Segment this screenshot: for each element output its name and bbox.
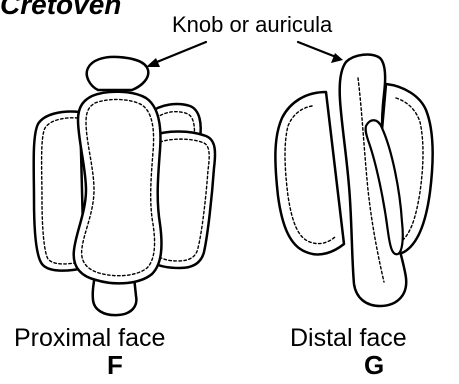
proximal-face-caption: Proximal face [14, 326, 165, 351]
proximal-main-body [74, 92, 162, 284]
proximal-face-drawing [34, 57, 215, 315]
distal-face-drawing [275, 55, 432, 306]
proximal-knob [87, 57, 149, 90]
distal-face-caption: Distal face [290, 326, 407, 351]
arrowhead-left [146, 58, 160, 67]
proximal-face-letter: F [107, 352, 123, 378]
callout-arrows [146, 42, 343, 67]
distal-face-letter: G [364, 352, 384, 378]
header-fragment: Cretoven [0, 0, 121, 19]
arrow-to-distal-knob [298, 42, 336, 57]
arrowhead-right [331, 53, 343, 63]
callout-label: Knob or auricula [172, 14, 332, 36]
arrow-to-proximal-knob [152, 42, 206, 64]
